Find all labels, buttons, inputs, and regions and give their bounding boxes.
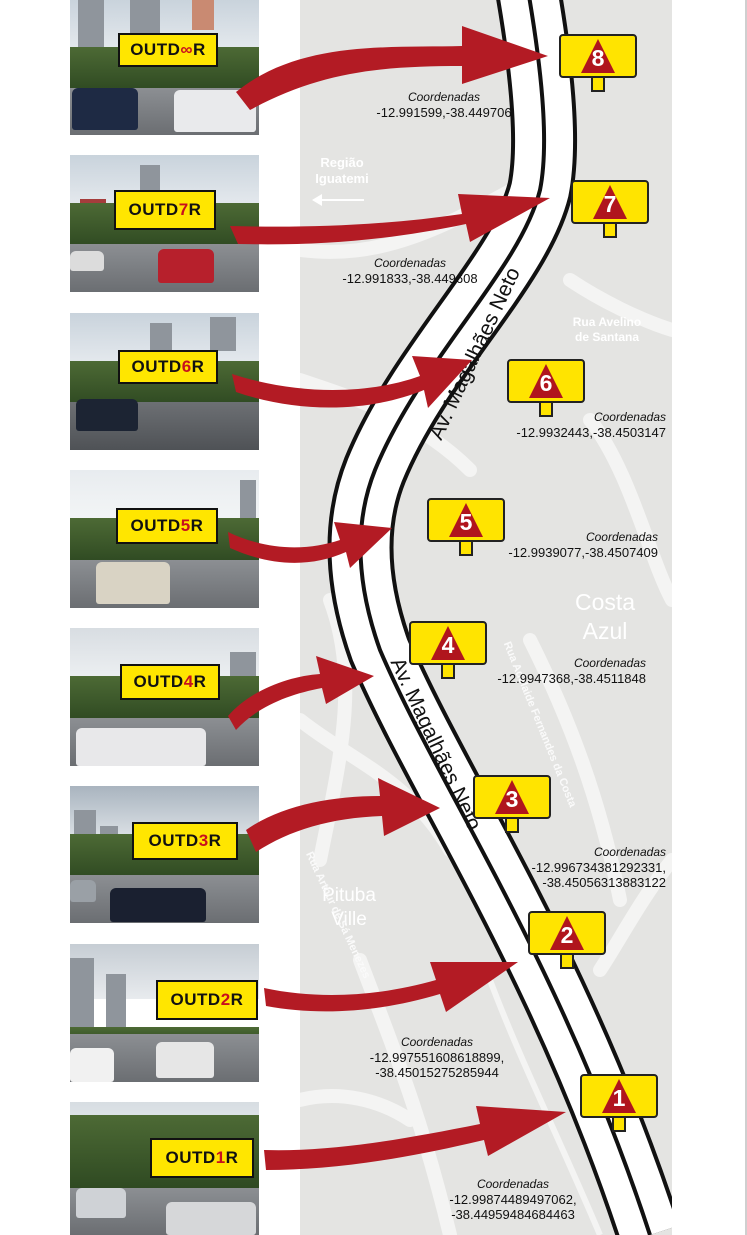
street-avelino-label: Rua Avelino de Santana	[572, 315, 642, 344]
coords-4: Coordenadas-12.9947368,-38.4511848	[497, 656, 646, 686]
location-marker-1[interactable]: 1	[580, 1074, 658, 1132]
location-marker-7[interactable]: 7	[571, 180, 649, 238]
location-marker-8[interactable]: 8	[559, 34, 637, 92]
coords-5: Coordenadas-12.9939077,-38.4507409	[508, 530, 658, 560]
billboard-sign-8: OUTD∞R	[118, 33, 218, 67]
coords-8: Coordenadas-12.991599,-38.449706	[376, 90, 512, 120]
district-pituba-ville-label: Pituba Ville	[322, 885, 376, 930]
location-marker-5[interactable]: 5	[427, 498, 505, 556]
coords-7: Coordenadas-12.991833,-38.449608	[342, 256, 478, 286]
location-marker-4[interactable]: 4	[409, 621, 487, 679]
coords-3: Coordenadas-12.996734381292331, -38.4505…	[531, 845, 666, 890]
coords-6: Coordenadas-12.9932443,-38.4503147	[516, 410, 666, 440]
map-roads	[300, 0, 672, 1235]
page-edge	[745, 0, 747, 1235]
location-marker-2[interactable]: 2	[528, 911, 606, 969]
location-marker-3[interactable]: 3	[473, 775, 551, 833]
coords-1: Coordenadas-12.99874489497062, -38.44959…	[449, 1177, 577, 1222]
billboard-photo-8: OUTD∞R	[70, 0, 259, 135]
arrow-left-head-icon	[312, 194, 322, 206]
district-costa-azul-label: Costa Azul	[574, 589, 636, 644]
region-iguatemi-label: Região Iguatemi	[315, 155, 369, 186]
coords-2: Coordenadas-12.997551608618899, -38.4501…	[369, 1035, 505, 1080]
location-marker-6[interactable]: 6	[507, 359, 585, 417]
